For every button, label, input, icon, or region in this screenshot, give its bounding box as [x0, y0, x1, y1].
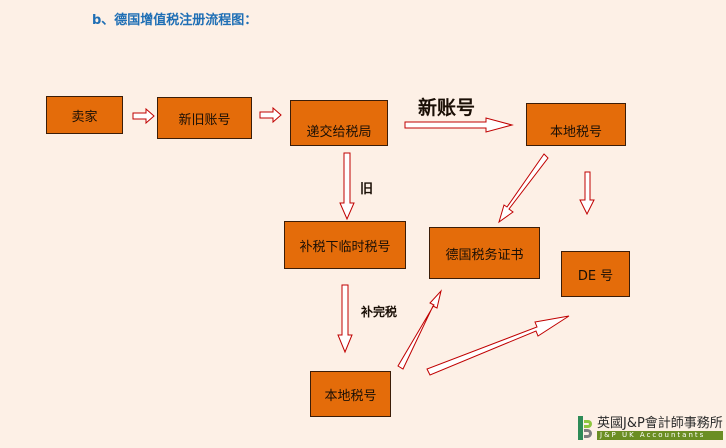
arrow-back-tax-to-local-tax	[337, 284, 353, 354]
node-local-tax-number-bottom: 本地税号	[310, 371, 391, 417]
node-seller: 卖家	[46, 96, 123, 134]
company-logo: 英國J&P會計師事務所 J&P UK Accountants	[576, 416, 723, 440]
arrow-local-tax-bottom-to-certificate	[397, 289, 442, 370]
arrow-local-tax-to-de	[579, 171, 595, 216]
node-local-tax-number-top: 本地税号	[526, 103, 626, 146]
node-new-old-account: 新旧账号	[157, 97, 252, 139]
edge-label-old: 旧	[360, 182, 374, 197]
arrow-local-tax-to-certificate	[498, 153, 549, 224]
edge-label-tax-completed: 补完税	[361, 305, 398, 319]
node-de-number: DE 号	[561, 251, 630, 297]
edge-label-new-account: 新账号	[418, 97, 476, 119]
node-back-tax-temp-number: 补税下临时税号	[284, 221, 406, 269]
logo-name: 英國J&P會計師事務所	[597, 416, 723, 431]
arrow-submit-to-back-tax	[339, 152, 355, 221]
arrow-seller-to-account	[132, 107, 155, 125]
arrow-local-tax-bottom-to-de	[426, 315, 570, 376]
arrow-submit-to-local-tax	[404, 117, 514, 133]
logo-mark-icon	[576, 416, 594, 440]
page-title: b、德国增值税注册流程图：	[92, 13, 258, 28]
logo-tagline: J&P UK Accountants	[597, 431, 723, 440]
node-german-tax-certificate: 德国税务证书	[429, 227, 540, 279]
arrow-account-to-submit	[259, 106, 282, 124]
node-submit-tax-office: 递交给税局	[290, 100, 388, 146]
